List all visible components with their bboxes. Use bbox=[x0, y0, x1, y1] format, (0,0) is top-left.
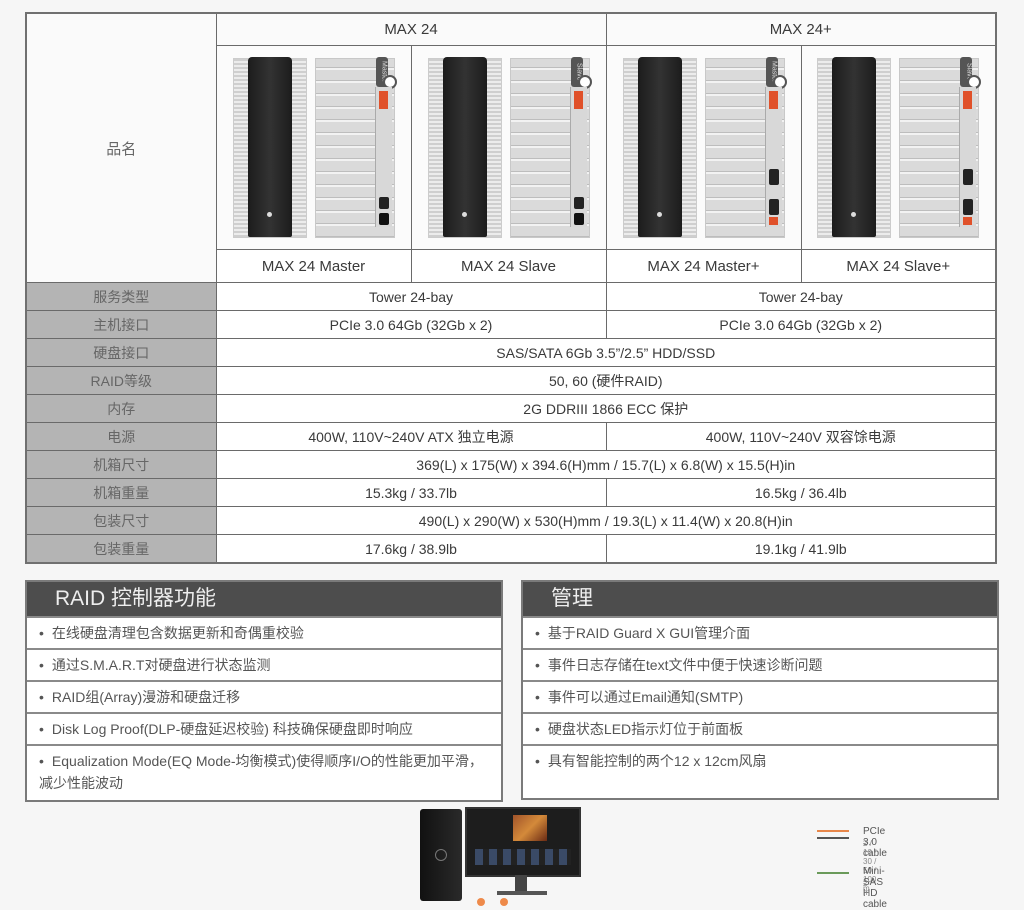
management-item: •基于RAID Guard X GUI管理介面 bbox=[523, 616, 997, 648]
tower-front-image bbox=[232, 56, 307, 238]
management-item: •事件可以通过Email通知(SMTP) bbox=[523, 680, 997, 712]
spec-label: 包装尺寸 bbox=[25, 506, 217, 535]
bullet-icon: • bbox=[39, 689, 44, 705]
spec-value: PCIe 3.0 64Gb (32Gb x 2) bbox=[215, 310, 607, 339]
group-header-row: 品名 MAX 24 MAX 24+ bbox=[25, 12, 997, 283]
green-line-icon bbox=[817, 872, 849, 874]
bullet-icon: • bbox=[535, 657, 540, 673]
spec-label: 电源 bbox=[25, 422, 217, 451]
management-item: •硬盘状态LED指示灯位于前面板 bbox=[523, 712, 997, 744]
product-image-max24-slave: Slave bbox=[410, 45, 607, 250]
spec-value: 15.3kg / 33.7lb bbox=[215, 478, 607, 507]
tower-front-image bbox=[622, 56, 697, 238]
spec-value: PCIe 3.0 64Gb (32Gb x 2) bbox=[605, 310, 997, 339]
bullet-icon: • bbox=[39, 721, 44, 737]
product-name-label: 品名 bbox=[25, 12, 217, 283]
model-name: MAX 24 Master+ bbox=[605, 249, 802, 283]
spec-row-chassis-weight: 机箱重量 15.3kg / 33.7lb 16.5kg / 36.4lb bbox=[25, 478, 997, 507]
management-item: •具有智能控制的两个12 x 12cm风扇 bbox=[523, 744, 997, 798]
spec-row-host-interface: 主机接口 PCIe 3.0 64Gb (32Gb x 2) PCIe 3.0 6… bbox=[25, 310, 997, 339]
orange-line-icon bbox=[817, 830, 849, 832]
group-max24plus: MAX 24+ bbox=[605, 12, 997, 46]
spec-label: 机箱重量 bbox=[25, 478, 217, 507]
management-title: 管理 bbox=[523, 582, 997, 616]
tower-rear-image: Slave bbox=[509, 56, 592, 238]
spec-value: 50, 60 (硬件RAID) bbox=[215, 366, 997, 395]
spec-label: 主机接口 bbox=[25, 310, 217, 339]
model-name: MAX 24 Slave bbox=[410, 249, 607, 283]
raid-features-panel: RAID 控制器功能 •在线硬盘清理包含数据更新和奇偶重校验 •通过S.M.A.… bbox=[25, 580, 503, 802]
spec-value: 17.6kg / 38.9lb bbox=[215, 534, 607, 564]
spec-label: 硬盘接口 bbox=[25, 338, 217, 367]
spec-label: 包装重量 bbox=[25, 534, 217, 564]
model-name: MAX 24 Master bbox=[215, 249, 412, 283]
raid-features-title: RAID 控制器功能 bbox=[27, 582, 501, 616]
product-image-max24plus-master: Master bbox=[605, 45, 802, 250]
raid-feature-item: •RAID组(Array)漫游和硬盘迁移 bbox=[27, 680, 501, 712]
spec-value: 16.5kg / 36.4lb bbox=[605, 478, 997, 507]
spec-row-raid-level: RAID等级 50, 60 (硬件RAID) bbox=[25, 366, 997, 395]
spec-label: RAID等级 bbox=[25, 366, 217, 395]
spec-row-memory: 内存 2G DDRIII 1866 ECC 保护 bbox=[25, 394, 997, 423]
spec-value: SAS/SATA 6Gb 3.5”/2.5” HDD/SSD bbox=[215, 338, 997, 367]
bullet-icon: • bbox=[535, 689, 540, 705]
spec-value: 19.1kg / 41.9lb bbox=[605, 534, 997, 564]
spec-row-power: 电源 400W, 110V~240V ATX 独立电源 400W, 110V~2… bbox=[25, 422, 997, 451]
spec-value: Tower 24-bay bbox=[215, 282, 607, 311]
raid-feature-item: •Equalization Mode(EQ Mode-均衡模式)使得顺序I/O的… bbox=[27, 744, 501, 800]
product-images-row: Master Slave Master bbox=[26, 45, 997, 250]
connector-dot bbox=[500, 898, 508, 906]
gray-line-icon bbox=[817, 837, 849, 839]
tower-rear-image: Slave bbox=[899, 56, 982, 238]
spec-value: 2G DDRIII 1866 ECC 保护 bbox=[215, 394, 997, 423]
pc-tower-icon bbox=[420, 809, 462, 901]
tower-front-image bbox=[427, 56, 502, 238]
bullet-icon: • bbox=[39, 625, 44, 641]
tower-front-image bbox=[817, 56, 892, 238]
connector-dot bbox=[477, 898, 485, 906]
workstation-image bbox=[415, 803, 585, 906]
tower-rear-image: Master bbox=[704, 56, 787, 238]
product-image-max24-master: Master bbox=[215, 45, 412, 250]
raid-feature-item: •在线硬盘清理包含数据更新和奇偶重校验 bbox=[27, 616, 501, 648]
spec-row-chassis-size: 机箱尺寸 369(L) x 175(W) x 394.6(H)mm / 15.7… bbox=[25, 450, 997, 479]
bullet-icon: • bbox=[39, 753, 44, 769]
monitor-icon bbox=[465, 807, 581, 877]
bullet-icon: • bbox=[535, 625, 540, 641]
management-item: •事件日志存储在text文件中便于快速诊断问题 bbox=[523, 648, 997, 680]
bullet-icon: • bbox=[535, 753, 540, 769]
spec-row-package-size: 包装尺寸 490(L) x 290(W) x 530(H)mm / 19.3(L… bbox=[25, 506, 997, 535]
bullet-icon: • bbox=[535, 721, 540, 737]
model-name: MAX 24 Slave+ bbox=[800, 249, 997, 283]
management-panel: 管理 •基于RAID Guard X GUI管理介面 •事件日志存储在text文… bbox=[521, 580, 999, 800]
raid-feature-item: •通过S.M.A.R.T对硬盘进行状态监测 bbox=[27, 648, 501, 680]
spec-value: 400W, 110V~240V ATX 独立电源 bbox=[215, 422, 607, 451]
product-image-max24plus-slave: Slave bbox=[800, 45, 997, 250]
spec-row-disk-interface: 硬盘接口 SAS/SATA 6Gb 3.5”/2.5” HDD/SSD bbox=[25, 338, 997, 367]
raid-feature-item: •Disk Log Proof(DLP-硬盘延迟校验) 科技确保硬盘即时响应 bbox=[27, 712, 501, 744]
spec-value: 400W, 110V~240V 双容馀电源 bbox=[605, 422, 997, 451]
spec-row-package-weight: 包装重量 17.6kg / 38.9lb 19.1kg / 41.9lb bbox=[25, 534, 997, 564]
spec-label: 内存 bbox=[25, 394, 217, 423]
spec-table: 品名 MAX 24 MAX 24+ Master Slave bbox=[25, 12, 997, 564]
spec-row-service-type: 服务类型 Tower 24-bay Tower 24-bay bbox=[25, 282, 997, 311]
spec-value: Tower 24-bay bbox=[605, 282, 997, 311]
tower-rear-image: Master bbox=[314, 56, 397, 238]
group-max24: MAX 24 bbox=[215, 12, 607, 46]
spec-label: 机箱尺寸 bbox=[25, 450, 217, 479]
spec-value: 369(L) x 175(W) x 394.6(H)mm / 15.7(L) x… bbox=[215, 450, 997, 479]
spec-label: 服务类型 bbox=[25, 282, 217, 311]
bullet-icon: • bbox=[39, 657, 44, 673]
spec-value: 490(L) x 290(W) x 530(H)mm / 19.3(L) x 1… bbox=[215, 506, 997, 535]
